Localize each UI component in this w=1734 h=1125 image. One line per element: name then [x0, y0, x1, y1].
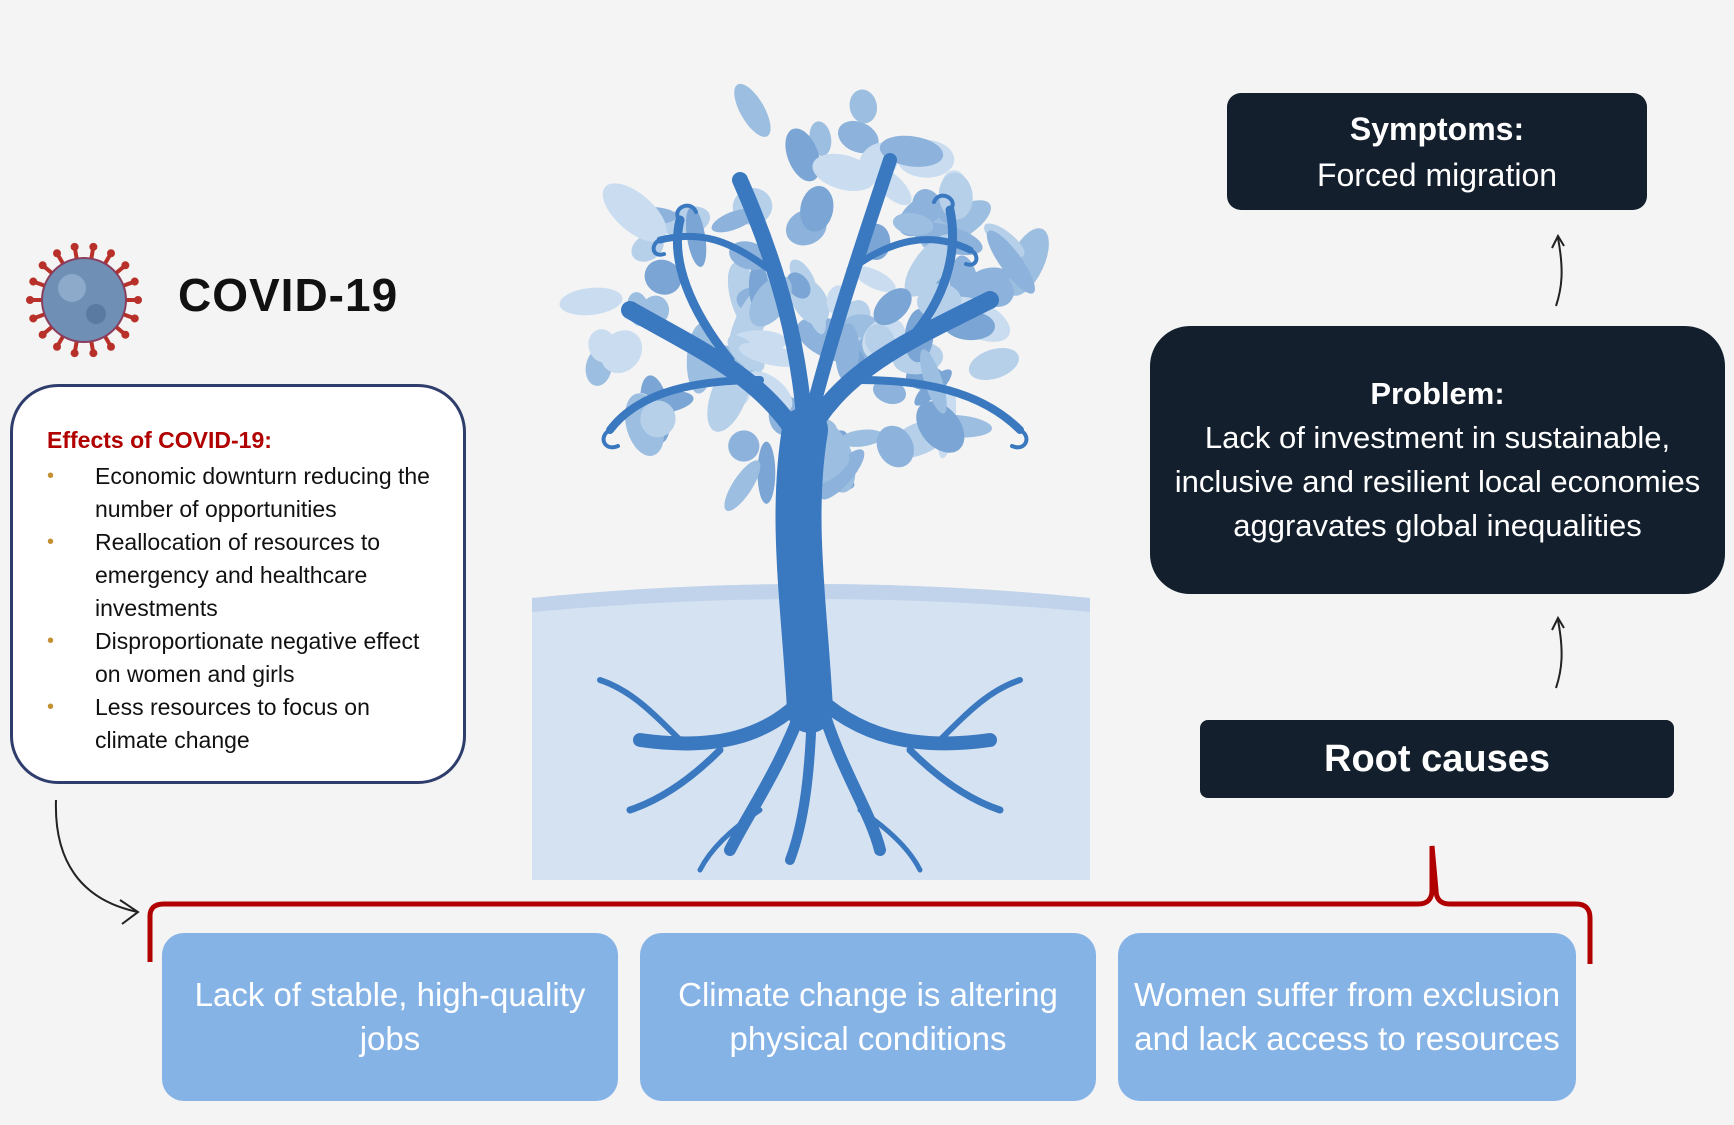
bullet-icon: •	[47, 630, 55, 652]
virus-icon	[26, 242, 142, 358]
root-causes-box: Root causes	[1200, 720, 1674, 798]
cause-women-box: Women suffer from exclusion and lack acc…	[1118, 933, 1576, 1101]
effects-list: •Economic downturn reducing the number o…	[47, 460, 433, 757]
effect-item: •Less resources to focus on climate chan…	[47, 691, 433, 757]
problem-box: Problem: Lack of investment in sustainab…	[1150, 326, 1725, 594]
effects-title: Effects of COVID-19:	[47, 427, 272, 453]
effects-panel: Effects of COVID-19: •Economic downturn …	[10, 384, 466, 784]
bullet-icon: •	[47, 696, 55, 718]
problem-text: Lack of investment in sustainable, inclu…	[1174, 420, 1701, 543]
symptoms-box: Symptoms: Forced migration	[1227, 93, 1647, 210]
effect-item: •Economic downturn reducing the number o…	[47, 460, 433, 526]
arrow-up-icon	[1551, 615, 1565, 689]
symptoms-heading: Symptoms:	[1349, 110, 1525, 147]
bullet-icon: •	[47, 465, 55, 487]
problem-heading: Problem:	[1370, 376, 1505, 411]
cause-climate-box: Climate change is altering physical cond…	[640, 933, 1096, 1101]
cause-jobs-box: Lack of stable, high-quality jobs	[162, 933, 618, 1101]
symptoms-text: Forced migration	[1316, 156, 1558, 193]
effect-item: •Reallocation of resources to emergency …	[47, 526, 433, 625]
effect-item: •Disproportionate negative effect on wom…	[47, 625, 433, 691]
covid-heading: COVID-19	[178, 269, 399, 321]
bullet-icon: •	[47, 531, 55, 553]
arrow-up-icon	[1551, 233, 1565, 307]
tree-illustration	[532, 83, 1090, 880]
